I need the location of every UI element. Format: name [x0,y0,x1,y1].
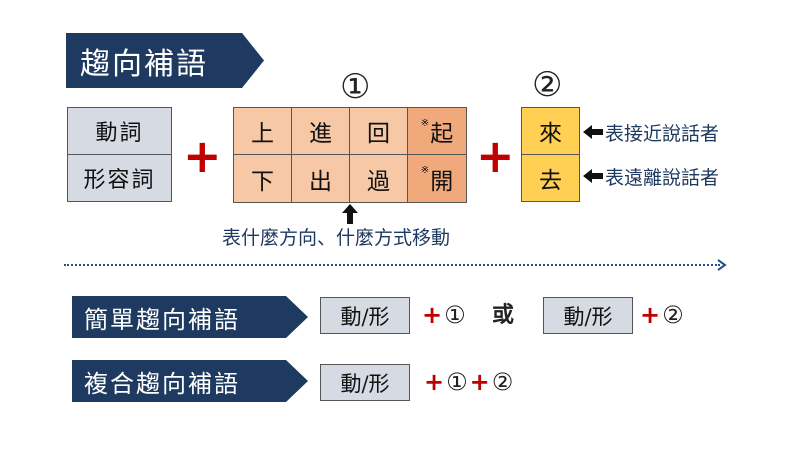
verb-adj-box: 動/形 [320,364,410,401]
grid-cell: ※起 [408,108,466,155]
simple-complement-banner: 簡單趨向補語 [72,296,308,338]
verb-cell: 動詞 [95,121,144,146]
go-cell: 去 [522,154,579,201]
direction-grid: 上 進 回 ※起 下 出 過 ※開 [233,107,467,203]
plus-sign-2: + [476,129,515,183]
grid-cell: 回 [350,108,408,155]
verb-adj-box: 動/形 [543,297,633,334]
come-cell: 來 [539,121,562,147]
verb-adjective-box: 動詞 形容詞 [67,107,172,202]
arrow-head-icon [717,259,727,271]
plus-sign-1: + [183,129,222,183]
plus-one-plus-two-formula: +①+② [424,368,514,396]
left-arrow-icon [583,125,603,139]
grid-cell: 進 [292,108,350,155]
compound-complement-banner: 複合趨向補語 [72,360,308,402]
grid-cell: 下 [234,155,292,202]
asterisk-mark: ※ [420,165,430,176]
grid-cell: ※開 [408,155,466,202]
plus-two-formula: +② [640,301,684,329]
group1-marker: ① [340,67,371,107]
come-go-box: 來 去 [521,107,580,202]
group2-marker: ② [532,65,563,105]
asterisk-mark: ※ [420,117,430,129]
or-text: 或 [492,303,515,328]
away-note: 表遠離說話者 [605,167,720,189]
up-arrow-icon [342,204,358,224]
approach-note: 表接近說話者 [605,123,720,145]
grid-cell: 上 [234,108,292,155]
direction-note: 表什麼方向、什麼方式移動 [222,227,451,249]
grid-cell: 出 [292,155,350,202]
left-arrow-icon [583,169,603,183]
plus-one-formula: +① [422,301,466,329]
title-banner: 趨向補語 [66,33,264,88]
adjective-cell: 形容詞 [68,154,171,201]
verb-adj-box: 動/形 [320,297,410,334]
grid-cell: 過 [350,155,408,202]
title-text: 趨向補語 [80,46,208,82]
divider-line [64,264,720,266]
